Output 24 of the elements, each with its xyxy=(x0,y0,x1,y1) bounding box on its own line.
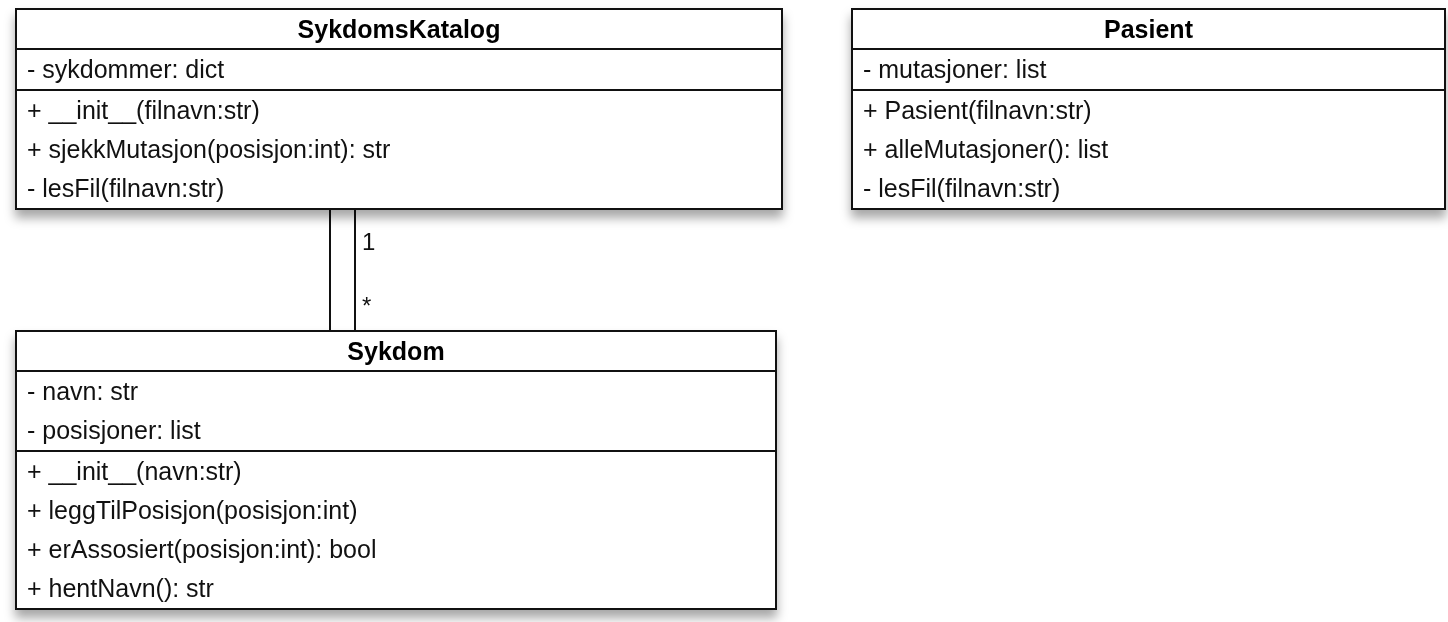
class-box xyxy=(851,8,1446,210)
attribute-text: - sykdommer: dict xyxy=(26,54,226,85)
attribute-text: - mutasjoner: list xyxy=(862,54,1048,85)
method-text: + Pasient(filnavn:str) xyxy=(862,95,1093,126)
method-text: + __init__(filnavn:str) xyxy=(26,95,261,126)
method-text: + hentNavn(): str xyxy=(26,573,215,604)
class-name: Sykdom xyxy=(346,336,446,367)
attribute-text: - navn: str xyxy=(26,376,140,407)
multiplicity-label: * xyxy=(362,292,372,320)
method-text: - lesFil(filnavn:str) xyxy=(26,173,226,204)
association-line xyxy=(329,209,331,331)
method-text: + leggTilPosisjon(posisjon:int) xyxy=(26,495,359,526)
method-text: + alleMutasjoner(): list xyxy=(862,134,1110,165)
method-text: - lesFil(filnavn:str) xyxy=(862,173,1062,204)
association-line xyxy=(354,209,356,331)
multiplicity-label: 1 xyxy=(362,228,376,256)
method-text: + erAssosiert(posisjon:int): bool xyxy=(26,534,378,565)
class-name: SykdomsKatalog xyxy=(296,14,502,45)
attribute-text: - posisjoner: list xyxy=(26,415,202,446)
method-text: + sjekkMutasjon(posisjon:int): str xyxy=(26,134,392,165)
class-name: Pasient xyxy=(1103,14,1194,45)
method-text: + __init__(navn:str) xyxy=(26,456,243,487)
class-box xyxy=(15,330,777,610)
class-box xyxy=(15,8,783,210)
